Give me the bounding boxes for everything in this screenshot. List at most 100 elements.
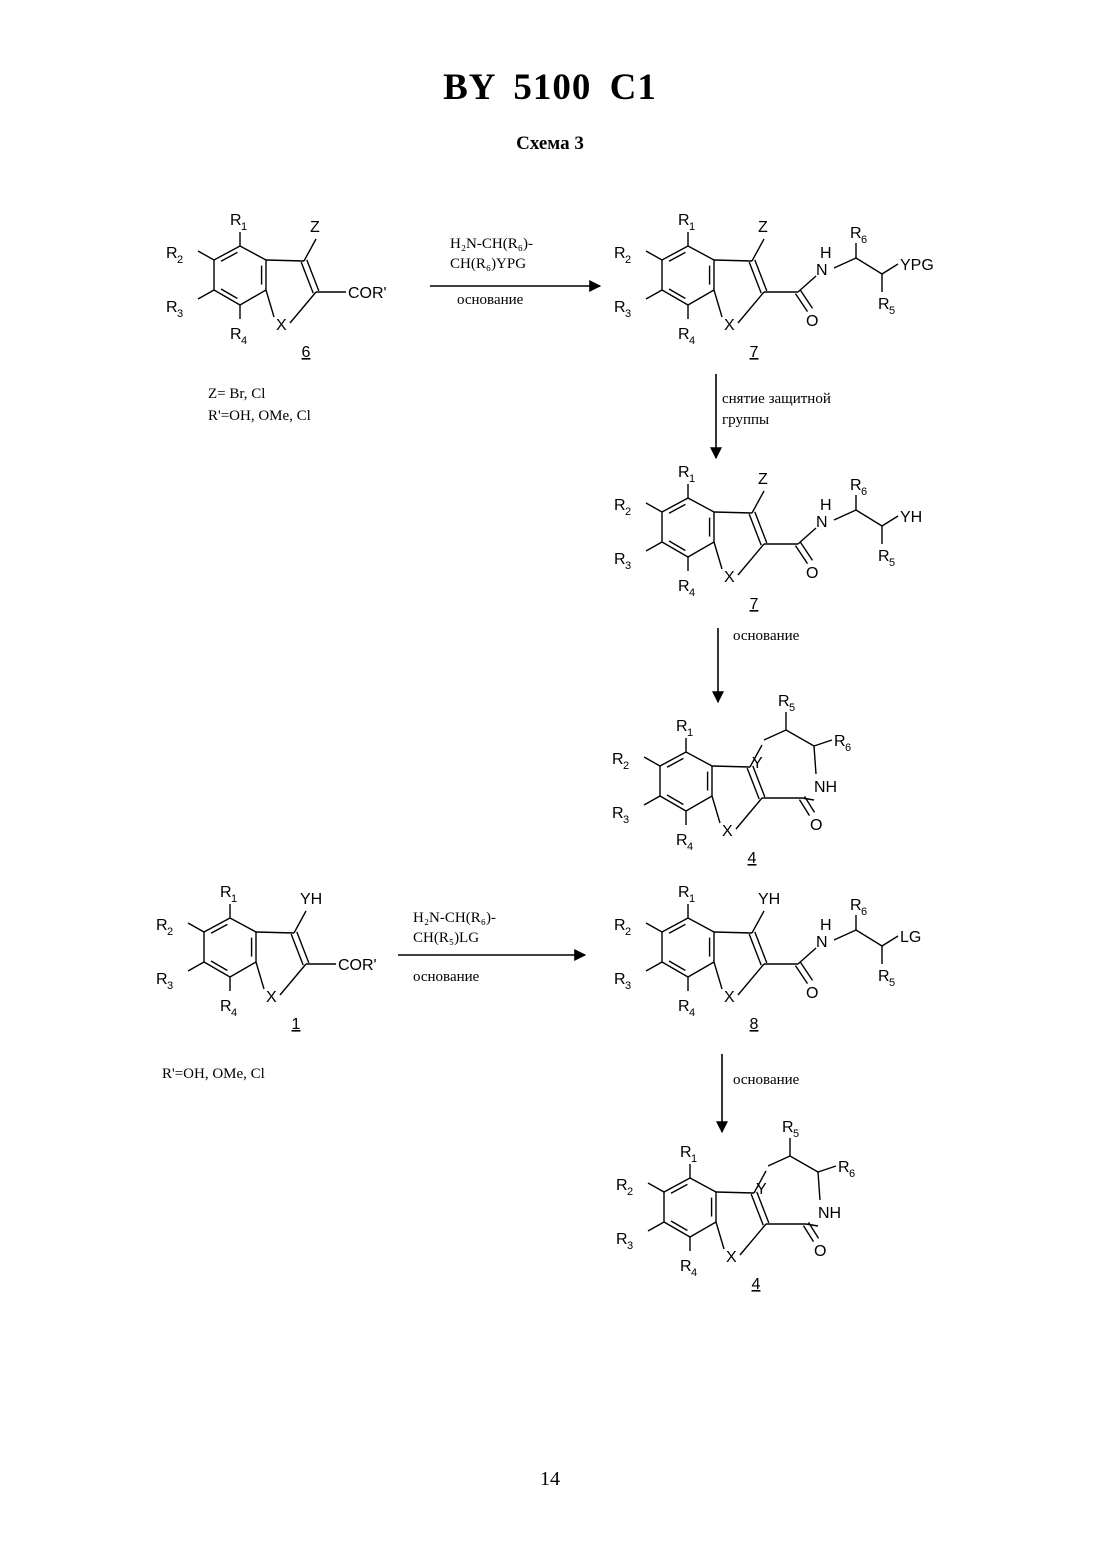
r2-bond [646, 503, 662, 512]
amide-hydrogen-label: H [820, 917, 832, 934]
z-label: YH [300, 891, 322, 908]
r3-label: R [612, 805, 624, 822]
compound-number: 7 [750, 344, 759, 361]
double-bond [667, 758, 683, 767]
r2-label-subscript: 2 [177, 254, 183, 266]
ring-double-bond [755, 512, 767, 543]
r6-label: R [850, 897, 862, 914]
r5-label-subscript: 5 [889, 557, 895, 569]
benzene-bond [688, 918, 714, 932]
amide-nitrogen-label: N [816, 934, 828, 951]
ring-double-bond [291, 934, 303, 965]
r6-label: R [834, 733, 846, 750]
ring-bond [712, 796, 720, 823]
r4-label-subscript: 4 [241, 335, 247, 347]
r1-label-subscript: 1 [691, 1153, 697, 1165]
step4-reagent-2: CH(R₅)LG [413, 930, 479, 946]
ring-bond [256, 932, 294, 933]
y-label: Y [756, 1181, 767, 1198]
double-bond [669, 541, 685, 550]
ring-bond [790, 1156, 818, 1172]
ring-bond [764, 730, 786, 740]
r1-label: R [678, 464, 690, 481]
benzene-bond [690, 1222, 716, 1237]
r1-label: R [678, 212, 690, 229]
heteroatom-x-label: X [276, 317, 287, 334]
ring-bond [740, 1224, 766, 1255]
r3-label-subscript: 3 [627, 1240, 633, 1252]
r3-label: R [614, 551, 626, 568]
r5-label-subscript: 5 [793, 1128, 799, 1140]
ring-double-bond [755, 932, 767, 963]
z-bond [294, 911, 306, 933]
step2-deprotection-2: группы [722, 412, 769, 428]
heteroatom-x-label: X [722, 823, 733, 840]
r2-label-subscript: 2 [625, 506, 631, 518]
r2-bond [644, 757, 660, 766]
r5-label: R [878, 548, 890, 565]
carbonyl-oxygen-label: O [806, 985, 818, 1002]
step5-base: основание [733, 1072, 800, 1088]
r4-label-subscript: 4 [689, 1007, 695, 1019]
chain-bond [834, 258, 856, 268]
double-bond [211, 961, 227, 970]
ring-bond [714, 290, 722, 317]
r6-label: R [850, 477, 862, 494]
benzene-bond [688, 962, 714, 977]
r4-label: R [678, 998, 690, 1015]
r3-bond [646, 962, 662, 971]
carbonyl-oxygen-label: O [810, 817, 822, 834]
ring-bond [818, 1172, 820, 1200]
r2-label: R [614, 917, 626, 934]
z-bond [752, 911, 764, 933]
benzene-bond [688, 542, 714, 557]
r2-label: R [614, 245, 626, 262]
z-label: Z [310, 219, 320, 236]
r2-label: R [612, 751, 624, 768]
compound-number: 6 [302, 344, 311, 361]
double-bond [669, 961, 685, 970]
chain-end-label: LG [900, 929, 921, 946]
heteroatom-x-label: X [724, 569, 735, 586]
r6-label-subscript: 6 [861, 486, 867, 498]
r2-label: R [616, 1177, 628, 1194]
amide-nh-label: NH [814, 779, 837, 796]
r6-bond [814, 740, 832, 746]
r2-label-subscript: 2 [625, 926, 631, 938]
r4-label: R [678, 326, 690, 343]
note-r-prime-2: R'=OH, OMe, Cl [162, 1066, 265, 1082]
r5-label: R [878, 968, 890, 985]
r2-label-subscript: 2 [627, 1186, 633, 1198]
z-label: Z [758, 219, 768, 236]
ring-double-bond [749, 262, 761, 293]
compound-number: 8 [750, 1016, 759, 1033]
ring-bond [712, 766, 750, 767]
ring-bond [786, 730, 814, 746]
r5-label: R [878, 296, 890, 313]
r2-bond [198, 251, 214, 260]
z-bond [304, 239, 316, 261]
ring-bond [806, 1224, 818, 1226]
r6-label-subscript: 6 [861, 906, 867, 918]
r3-bond [198, 290, 214, 299]
ring-bond [714, 260, 752, 261]
r4-label-subscript: 4 [231, 1007, 237, 1019]
r4-label-subscript: 4 [689, 335, 695, 347]
r2-label-subscript: 2 [623, 760, 629, 772]
r1-label: R [220, 884, 232, 901]
r3-label: R [614, 971, 626, 988]
r6-label-subscript: 6 [845, 742, 851, 754]
r6-bond [818, 1166, 836, 1172]
r1-label-subscript: 1 [687, 727, 693, 739]
compound-number: 4 [752, 1276, 761, 1293]
chain-bond [856, 510, 882, 526]
r3-bond [188, 962, 204, 971]
compound-number: 4 [748, 850, 757, 867]
ring-bond [714, 932, 752, 933]
double-bond [667, 795, 683, 804]
benzene-bond [230, 962, 256, 977]
z-bond [752, 239, 764, 261]
r1-label-subscript: 1 [689, 893, 695, 905]
ring-double-bond [751, 1194, 763, 1225]
